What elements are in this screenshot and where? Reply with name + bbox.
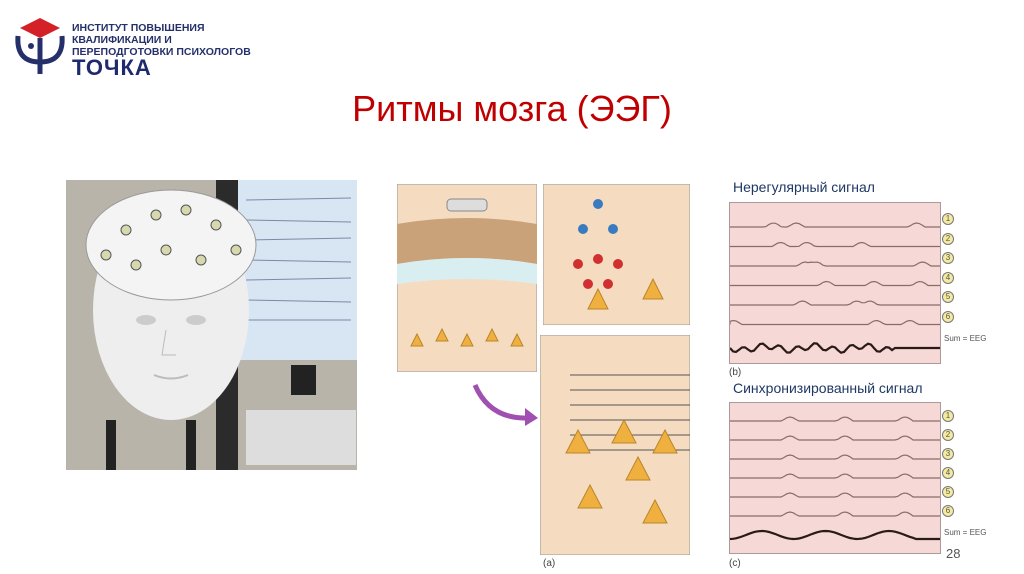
panel-label-c: (c) [729,558,741,569]
trace-2 [730,241,940,248]
sum-eeg-trace [729,342,940,354]
irregular-title: Нерегулярный сигнал [733,179,875,195]
eeg-cap-photo [66,180,357,475]
channel-label: 6 [942,505,954,517]
logo-line: КВАЛИФИКАЦИИ И [72,34,172,46]
dipole-diagram [542,183,691,330]
page-number: 28 [946,546,961,561]
synchronized-title: Синхронизированный сигнал [733,380,923,396]
trace-5 [730,492,940,498]
trace-3 [730,454,940,460]
slide-title: Ритмы мозга (ЭЭГ) [352,88,672,129]
panel-label-a: (a) [543,558,556,569]
channel-label: 4 [942,467,954,479]
channel-label: 1 [942,410,954,422]
trace-1 [730,416,940,422]
cortex-layers-diagram [396,183,538,377]
channel-label: 3 [942,448,954,460]
synchronized-panel [729,402,941,554]
channel-label: 6 [942,310,954,323]
irregular-panel [729,202,941,364]
channel-label: 1 [942,213,954,225]
channel-label: 4 [942,271,954,284]
arrow-icon [470,380,540,435]
logo-line: ПЕРЕПОДГОТОВКИ ПСИХОЛОГОВ [72,46,251,58]
logo-line: ИНСТИТУТ ПОВЫШЕНИЯ [72,22,205,34]
sum-label: Sum = EEG [944,528,987,537]
sum-label: Sum = EEG [944,334,987,343]
logo-text: ИНСТИТУТ ПОВЫШЕНИЯ КВАЛИФИКАЦИИ И ПЕРЕПО… [72,22,262,58]
sum-eeg-trace [729,529,940,541]
trace-1 [730,222,940,228]
panel-label-b: (b) [729,367,742,378]
channel-label: 3 [942,252,954,264]
trace-6 [729,319,940,326]
channel-label: 5 [942,486,954,498]
channel-label: 2 [942,429,954,441]
logo-wordmark: ТОЧКА [72,55,152,80]
trace-5 [730,300,940,306]
logo-emblem-icon [12,16,68,83]
trace-4 [730,473,940,479]
channel-label: 2 [942,232,954,245]
trace-4 [730,280,940,287]
neuron-network-diagram [539,334,691,560]
trace-6 [730,511,940,517]
trace-2 [730,435,940,441]
channel-label: 5 [942,291,954,303]
trace-3 [730,261,940,267]
